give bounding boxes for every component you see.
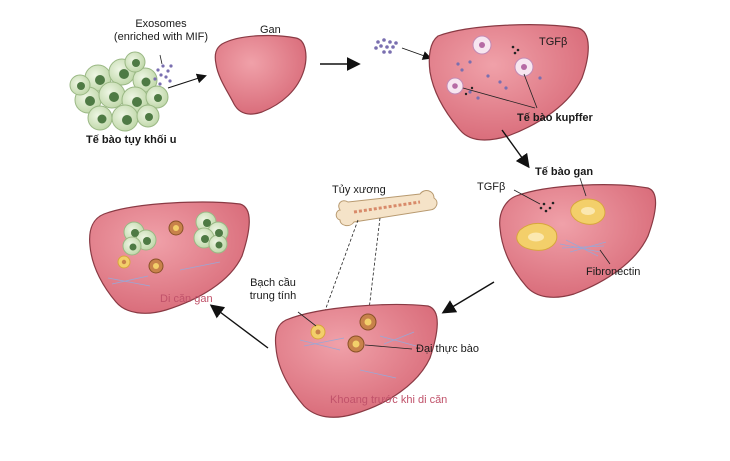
label-bone-marrow: Tủy xương — [332, 184, 386, 196]
bone-marrow-bone — [335, 190, 438, 227]
hepatocyte-pointer — [579, 177, 587, 197]
label-premetastatic-niche: Khoang trước khi di căn — [330, 394, 448, 406]
label-fibronectin: Fibronectin — [586, 266, 641, 278]
label-hepatocyte: Tế bào gan — [535, 166, 594, 178]
label-tgfb-right: TGFβ — [477, 181, 506, 193]
label-liver: Gan — [260, 24, 281, 36]
label-exosomes-line2: (enriched with MIF) — [113, 31, 209, 43]
liver-exosomes — [456, 60, 542, 100]
fibronectin-fibers — [559, 239, 607, 257]
macrophage-pointer — [364, 344, 413, 350]
metastasis-fibers — [107, 261, 221, 287]
label-neutrophil-line1: Bạch cầu — [250, 277, 296, 289]
neutrophil — [310, 324, 326, 340]
floating-exosomes — [374, 38, 398, 54]
arrow-hepatocyte-to-niche — [441, 281, 495, 314]
liver-kupffer — [428, 24, 589, 141]
label-exosomes-line1: Exosomes — [135, 18, 187, 30]
kupffer-pointer-1 — [462, 87, 536, 109]
hepatocytes — [516, 198, 606, 251]
liver-plain — [214, 34, 307, 115]
label-kupffer: Tế bào kupffer — [517, 112, 593, 124]
niche-fibers — [299, 331, 417, 379]
arrow-tumor-to-liver — [167, 73, 207, 89]
label-macrophage: Đại thực bào — [416, 343, 480, 355]
tgfb-dots-top — [464, 45, 520, 96]
label-tumor-cells: Tế bào tụy khối u — [86, 134, 177, 146]
pancreatic-tumor-cells — [69, 51, 169, 132]
metastatic-tumor-cells — [122, 211, 229, 256]
exosome-pointer — [159, 54, 163, 65]
label-tgfb-top: TGFβ — [539, 36, 568, 48]
macrophages — [347, 313, 377, 353]
kupffer-cells — [446, 35, 534, 95]
fibronectin-pointer — [599, 249, 611, 265]
arrow-kupffer-to-hepatocyte — [501, 129, 530, 169]
metastasis-macrophages — [117, 220, 184, 274]
kupffer-pointer-2 — [523, 73, 538, 109]
tgfb-pointer — [513, 189, 541, 205]
tgfb-dots-right — [539, 201, 555, 213]
label-neutrophil: Bạch cầu trung tính — [238, 277, 308, 303]
bone-dashed-line-2 — [367, 217, 381, 319]
label-neutrophil-line2: trung tính — [249, 290, 297, 302]
arrow-niche-to-metastasis — [209, 304, 269, 349]
liver-hepatocyte — [499, 184, 657, 298]
label-exosomes: Exosomes (enriched with MIF) — [106, 18, 216, 44]
neutrophil-pointer — [297, 311, 317, 327]
label-liver-metastasis: Di căn gan — [160, 293, 213, 305]
arrow-exosomes-to-liver — [401, 47, 432, 60]
exosomes-cluster — [153, 64, 173, 86]
